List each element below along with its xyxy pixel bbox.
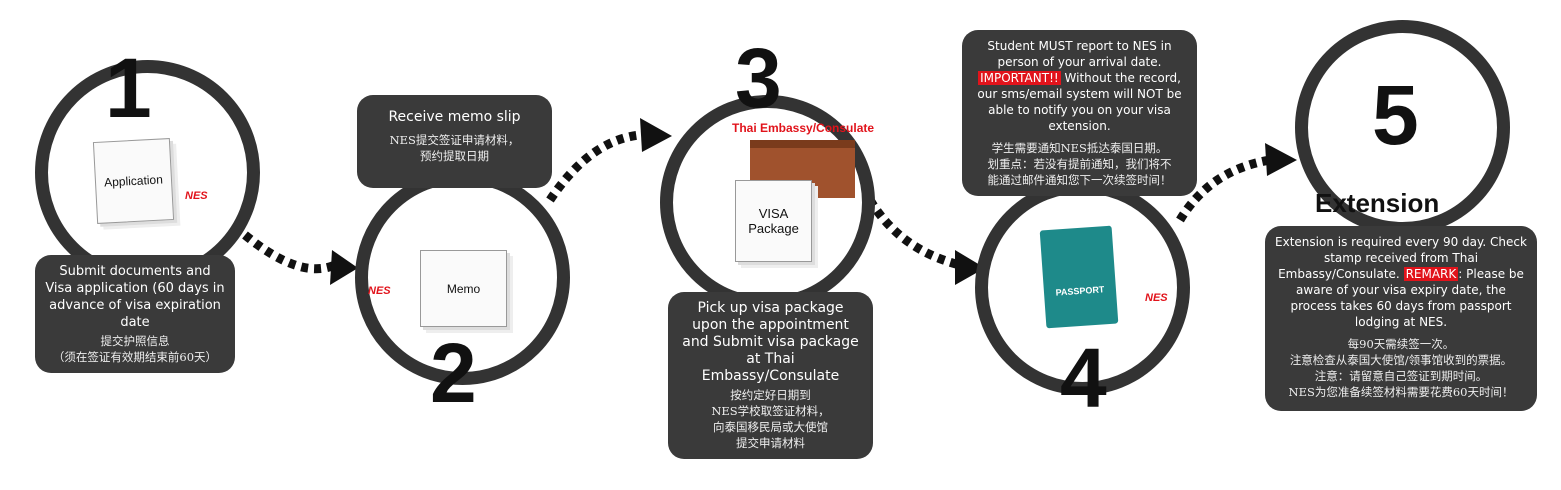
step-1-caption-zh: 提交护照信息 (100, 334, 170, 348)
step-1-caption: Submit documents and Visa application (6… (35, 255, 235, 373)
arrow-3-to-4 (866, 197, 962, 270)
step-4-number: 4 (1060, 331, 1107, 425)
memo-paper: Memo (420, 250, 507, 327)
important-tag: IMPORTANT!! (978, 71, 1061, 85)
step-4-caption: Student MUST report to NES in person of … (962, 30, 1197, 196)
step-4-caption-zh: 划重点：若没有提前通知，我们将不 (987, 157, 1172, 171)
step-1-caption-en: Submit documents and Visa application (6… (45, 264, 225, 330)
step-2-number: 2 (430, 326, 477, 420)
arrowhead-icon (330, 250, 358, 285)
passport-label: PASSPORT (1055, 284, 1105, 298)
nes-logo: NES (368, 285, 391, 297)
step-4-caption-en: Without the record, our sms/email system… (977, 71, 1182, 133)
visa-package-paper: VISA Package (735, 180, 812, 262)
step-5-caption-en: Extension is required every 90 day. Chec… (1275, 235, 1527, 281)
application-paper: Application (92, 138, 175, 224)
step-5-caption-zh: 注意：请留意自己签证到期时间。 (1314, 369, 1488, 383)
arrow-4-to-5 (1176, 155, 1271, 223)
embassy-label: Thai Embassy/Consulate (732, 121, 875, 135)
step-3-caption-zh: 提交申请材料 (736, 436, 805, 450)
step-2-caption-en: Receive memo slip (388, 109, 521, 125)
step-1-caption-zh: （须在签证有效期结束前60天） (52, 350, 218, 364)
nes-logo: NES (185, 190, 208, 202)
step-2-caption-zh: NES提交签证申请材料， (389, 133, 520, 147)
arrow-2-to-3 (546, 130, 641, 203)
step-4-caption-zh: 能通过邮件通知您下一次续签时间！ (987, 173, 1172, 187)
passport-icon: PASSPORT (1039, 225, 1119, 329)
step-2-caption-zh: 预约提取日期 (420, 149, 489, 163)
step-3-caption-zh: NES学校取签证材料， (711, 404, 830, 418)
step-5-caption-en: : Please be aware of your visa expiry da… (1290, 267, 1524, 329)
step-3-number: 3 (735, 31, 782, 125)
step-5-caption-zh: 每90天需续签一次。 (1347, 337, 1455, 351)
nes-logo: NES (1145, 292, 1168, 304)
step-5-caption-zh: NES为您准备续签材料需要花费60天时间！ (1288, 385, 1514, 399)
arrow-1-to-2 (242, 231, 337, 274)
step-2-caption: Receive memo slip NES提交签证申请材料， 预约提取日期 (357, 95, 552, 188)
arrowhead-icon (1265, 143, 1297, 176)
step-3-caption-zh: 向泰国移民局或大使馆 (713, 420, 828, 434)
step-5-number: 5 (1372, 68, 1419, 162)
arrowhead-icon (955, 250, 985, 285)
step-5-caption: Extension is required every 90 day. Chec… (1265, 226, 1537, 411)
step-5-title: Extension (1315, 188, 1440, 218)
step-4-caption-zh: 学生需要通知NES抵达泰国日期。 (991, 141, 1168, 155)
step-3-caption: Pick up visa package upon the appointmen… (668, 292, 873, 459)
step-3-caption-zh: 按约定好日期到 (730, 388, 811, 402)
remark-tag: REMARK (1403, 267, 1459, 281)
arrowhead-icon (640, 118, 672, 152)
step-4-caption-en: Student MUST report to NES in person of … (987, 39, 1172, 69)
step-5-caption-zh: 注意检查从泰国大使馆/领事馆收到的票据。 (1289, 353, 1513, 367)
step-3-caption-en: Pick up visa package upon the appointmen… (682, 300, 859, 384)
step-1-number: 1 (105, 41, 152, 135)
